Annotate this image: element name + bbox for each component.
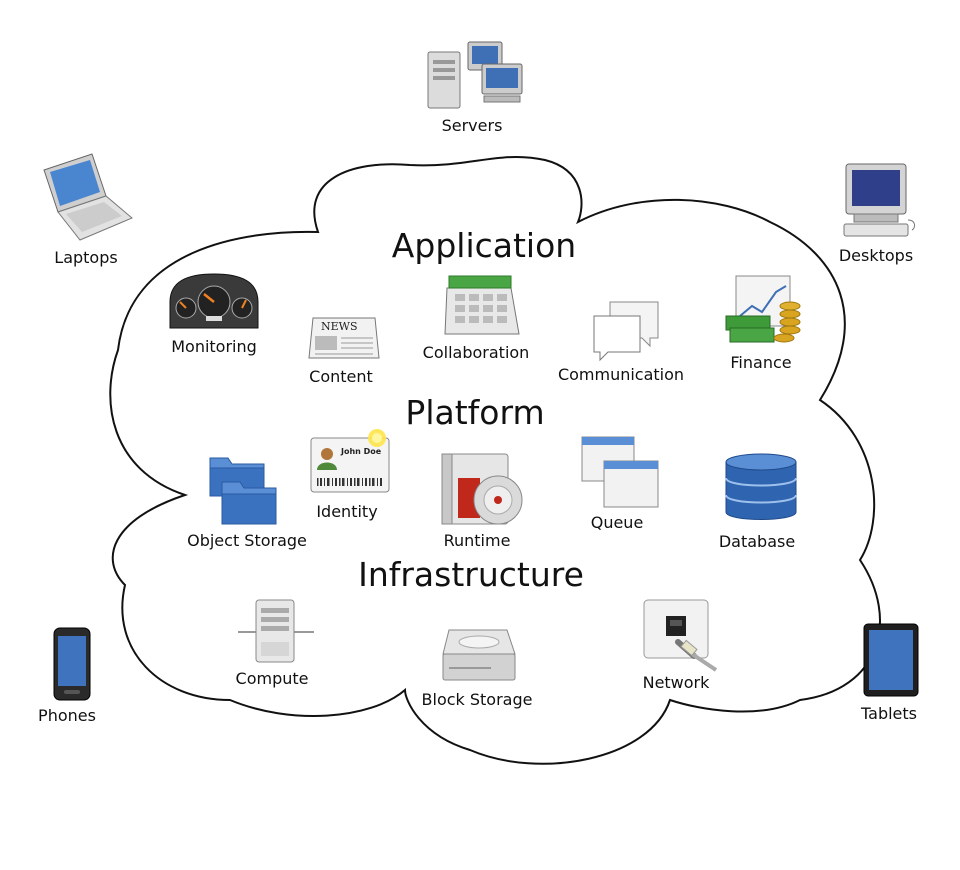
hard-disk-icon: [442, 629, 516, 681]
desktops-label: Desktops: [838, 246, 914, 265]
finance-chart-money-icon: [725, 275, 801, 343]
communication-label: Communication: [557, 365, 685, 384]
block-storage-label: Block Storage: [421, 690, 533, 709]
calendar-icon: [444, 275, 520, 335]
finance-label: Finance: [730, 353, 792, 372]
queue-label: Queue: [590, 513, 644, 532]
chat-bubbles-icon: [593, 301, 659, 362]
id-card-icon: John Doe: [310, 429, 390, 493]
network-port-cable-icon: [643, 599, 718, 672]
monitoring-label: Monitoring: [171, 337, 257, 356]
platform-heading: Platform: [405, 393, 545, 432]
database-label: Database: [718, 532, 796, 551]
id-name-text: John Doe: [340, 447, 382, 456]
application-heading: Application: [391, 226, 577, 265]
collaboration-label: Collaboration: [422, 343, 530, 362]
laptops-label: Laptops: [54, 248, 118, 267]
newspaper-icon: NEWS: [308, 317, 380, 359]
runtime-label: Runtime: [443, 531, 511, 550]
compute-label: Compute: [235, 669, 309, 688]
servers-label: Servers: [441, 116, 503, 135]
queue-windows-icon: [581, 436, 659, 508]
dashboard-gauge-icon: [169, 273, 259, 329]
phones-label: Phones: [38, 706, 96, 725]
content-label: Content: [309, 367, 373, 386]
phone-icon: [53, 627, 91, 701]
identity-label: Identity: [316, 502, 378, 521]
tablet-icon: [863, 623, 919, 697]
database-cylinder-icon: [725, 453, 797, 520]
desktop-icon: [843, 163, 916, 237]
laptop-icon: [43, 153, 133, 241]
network-label: Network: [642, 673, 710, 692]
compute-server-tower-icon: [238, 599, 314, 663]
servers-icon: [427, 41, 523, 109]
tablets-label: Tablets: [861, 704, 917, 723]
infrastructure-heading: Infrastructure: [358, 555, 584, 594]
object-storage-label: Object Storage: [187, 531, 307, 550]
news-text: NEWS: [321, 320, 358, 333]
runtime-package-disc-icon: [441, 453, 523, 525]
folders-icon: [209, 457, 277, 525]
